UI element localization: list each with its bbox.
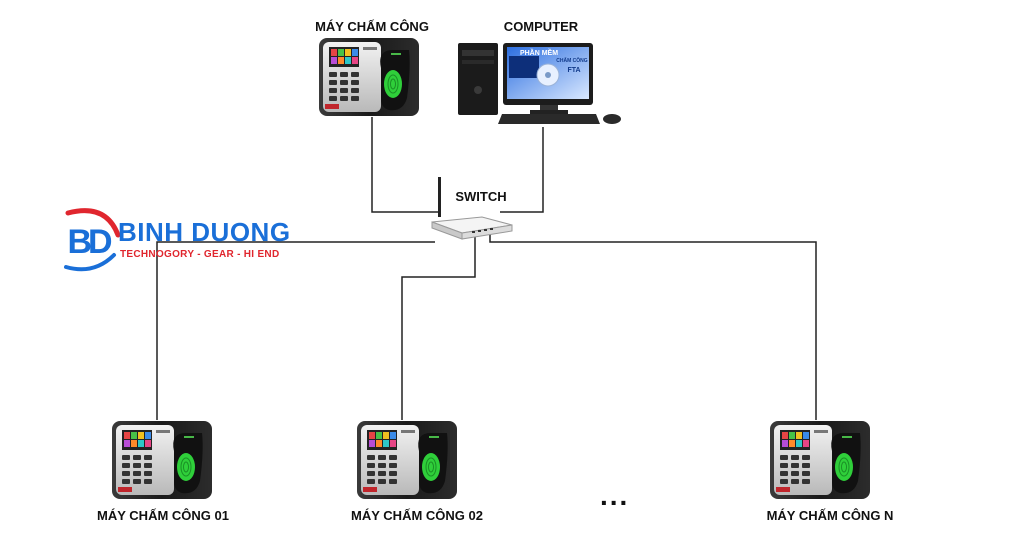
- timeclock-02-icon: [356, 420, 458, 500]
- ellipsis: ...: [600, 480, 630, 511]
- label-device-02: MÁY CHẤM CÔNG 02: [351, 508, 483, 523]
- link-computer-switch: [500, 127, 544, 213]
- timeclock-top-icon: [318, 37, 420, 117]
- screen-line-2: CHẤM CÔNG: [556, 56, 587, 64]
- timeclock-n-icon: [769, 420, 871, 500]
- label-top-device: MÁY CHẤM CÔNG: [315, 19, 429, 34]
- screen-line-1: PHẦN MỀM: [520, 47, 558, 57]
- screen-line-3: FTA: [567, 67, 580, 74]
- label-device-01: MÁY CHẤM CÔNG 01: [97, 508, 229, 523]
- label-switch: SWITCH: [455, 189, 507, 204]
- brand-name: BINH DUONG: [118, 217, 291, 247]
- brand-mark: BD: [67, 223, 112, 261]
- brand-logo: BD BINH DUONG TECHNOGORY - GEAR - HI END: [58, 205, 303, 275]
- switch-icon: [431, 177, 513, 240]
- link-switch-device-n: [489, 232, 817, 420]
- computer-screen-text: PHẦN MỀM CHẤM CÔNG FTA: [520, 47, 588, 74]
- label-device-n: MÁY CHẤM CÔNG N: [766, 508, 894, 523]
- timeclock-01-icon: [111, 420, 213, 500]
- link-top-device-switch: [371, 117, 440, 213]
- brand-tagline: TECHNOGORY - GEAR - HI END: [120, 249, 280, 260]
- computer-icon: [458, 43, 621, 124]
- label-computer: COMPUTER: [503, 19, 579, 34]
- brand-mark-icon: BD: [64, 208, 121, 272]
- connection-lines: [156, 117, 817, 420]
- link-switch-device-02: [401, 236, 476, 420]
- link-switch-device-01: [156, 241, 435, 420]
